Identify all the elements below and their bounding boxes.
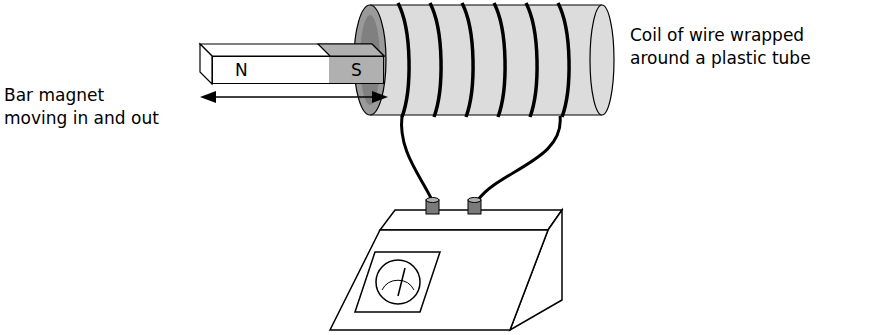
- terminal: [426, 198, 439, 215]
- coil-label: Coil of wire wrapped around a plastic tu…: [630, 24, 811, 70]
- pole-letter: N: [235, 57, 248, 83]
- wire-lead: [402, 116, 432, 200]
- coil-winding: [462, 3, 473, 117]
- coil-winding: [494, 3, 505, 117]
- coil-winding: [430, 3, 441, 117]
- pole-letter: S: [351, 57, 362, 83]
- bar-magnet: NS: [212, 56, 384, 84]
- galvanometer: [330, 198, 562, 331]
- plastic-tube: [354, 5, 614, 115]
- bar-magnet: [200, 44, 384, 84]
- coil-winding: [558, 3, 569, 117]
- terminal: [468, 198, 481, 215]
- coil-winding: [526, 3, 537, 117]
- wire-lead: [478, 116, 560, 200]
- magnet-label: Bar magnet moving in and out: [4, 84, 159, 130]
- coil-windings: [398, 3, 569, 117]
- coil-winding: [398, 3, 409, 117]
- motion-arrow: [200, 91, 388, 103]
